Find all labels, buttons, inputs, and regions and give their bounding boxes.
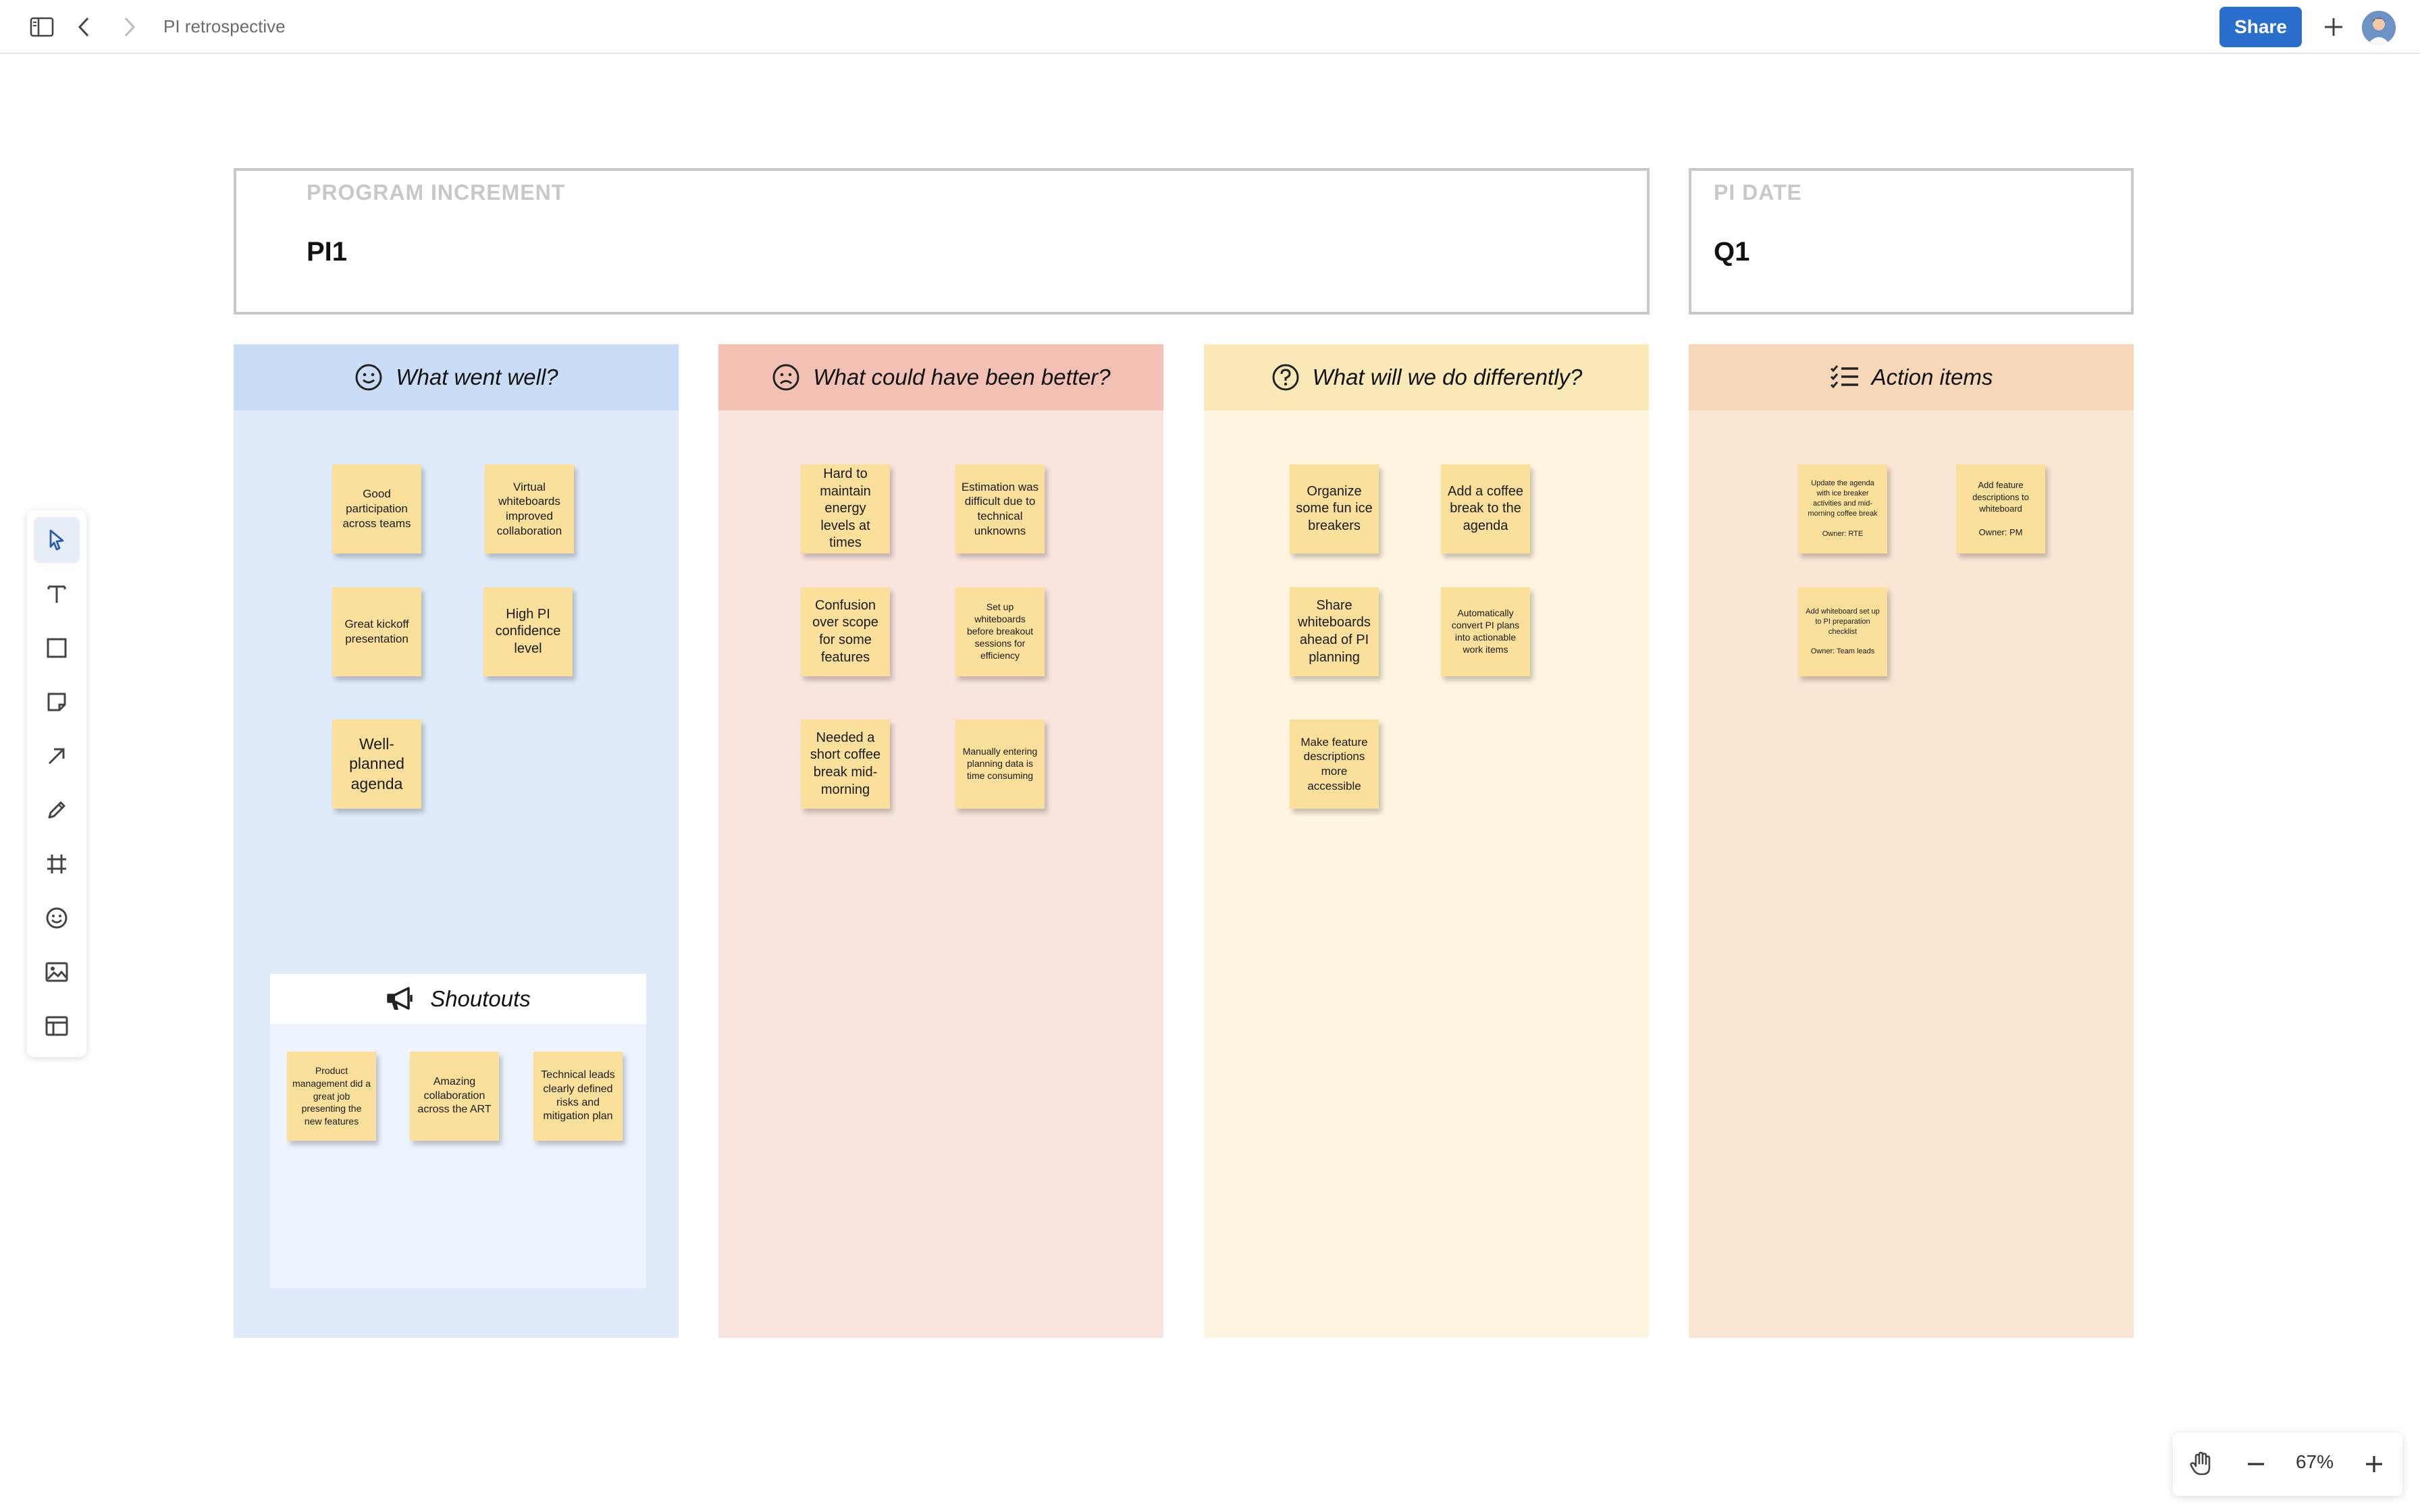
zoom-level[interactable]: 67% xyxy=(2295,1451,2334,1472)
forward-chevron-icon[interactable] xyxy=(115,12,144,42)
emoji-tool[interactable] xyxy=(34,895,80,941)
column-went-well-header: What went well? xyxy=(234,344,679,410)
plus-icon[interactable] xyxy=(2319,12,2348,42)
column-better-header: What could have been better? xyxy=(718,344,1163,410)
pi-date-box[interactable]: PI DATE Q1 xyxy=(1689,168,2134,315)
sticky-note[interactable]: Product management did a great job prese… xyxy=(287,1052,376,1141)
shoutouts-title: Shoutouts xyxy=(430,986,531,1011)
frame-tool[interactable] xyxy=(34,841,80,887)
shoutouts-header: Shoutouts xyxy=(270,974,646,1024)
program-increment-box[interactable]: PROGRAM INCREMENT PI1 xyxy=(234,168,1650,315)
smile-icon xyxy=(354,362,384,392)
program-increment-label: PROGRAM INCREMENT xyxy=(307,180,566,205)
share-button[interactable]: Share xyxy=(2219,7,2302,47)
sidebar-toggle-icon[interactable] xyxy=(27,12,57,42)
column-action-items[interactable]: Action items xyxy=(1689,344,2134,1338)
sticky-note[interactable]: Organize some fun ice breakers xyxy=(1290,464,1379,554)
tool-palette xyxy=(27,510,86,1057)
checklist-icon xyxy=(1830,362,1860,392)
sticky-note[interactable]: Update the agenda with ice breaker activ… xyxy=(1798,464,1887,554)
column-differently-title: What will we do differently? xyxy=(1312,364,1583,389)
column-went-well-title: What went well? xyxy=(396,364,558,389)
select-tool[interactable] xyxy=(34,517,80,563)
column-differently[interactable]: What will we do differently? xyxy=(1204,344,1649,1338)
pi-date-label: PI DATE xyxy=(1714,180,1802,205)
rectangle-tool[interactable] xyxy=(34,625,80,671)
sticky-note[interactable]: Share whiteboards ahead of PI planning xyxy=(1290,587,1379,676)
zoom-controls: 67% xyxy=(2173,1432,2402,1496)
avatar[interactable] xyxy=(2362,11,2396,45)
pen-tool[interactable] xyxy=(34,787,80,833)
zoom-out-button[interactable] xyxy=(2236,1444,2276,1484)
back-chevron-icon[interactable] xyxy=(69,12,99,42)
question-icon xyxy=(1271,362,1300,392)
sticky-note[interactable]: Estimation was difficult due to technica… xyxy=(955,464,1045,554)
frown-icon xyxy=(771,362,801,392)
sticky-note[interactable]: Add feature descriptions to whiteboard O… xyxy=(1956,464,2045,554)
sticky-note[interactable]: High PI confidence level xyxy=(483,587,573,676)
arrow-tool[interactable] xyxy=(34,733,80,779)
column-action-items-header: Action items xyxy=(1689,344,2134,410)
text-tool[interactable] xyxy=(34,571,80,617)
image-tool[interactable] xyxy=(34,949,80,995)
column-better-title: What could have been better? xyxy=(813,364,1111,389)
megaphone-icon xyxy=(386,984,415,1014)
sticky-note[interactable]: Add whiteboard set up to PI preparation … xyxy=(1798,587,1887,676)
hand-pan-icon[interactable] xyxy=(2181,1444,2221,1484)
column-differently-header: What will we do differently? xyxy=(1204,344,1649,410)
sticky-note[interactable]: Manually entering planning data is time … xyxy=(955,720,1045,809)
table-tool[interactable] xyxy=(34,1003,80,1049)
sticky-note[interactable]: Make feature descriptions more accessibl… xyxy=(1290,720,1379,809)
sticky-note[interactable]: Technical leads clearly defined risks an… xyxy=(533,1052,623,1141)
sticky-note-tool[interactable] xyxy=(34,679,80,725)
document-title[interactable]: PI retrospective xyxy=(163,16,286,36)
sticky-note[interactable]: Hard to maintain energy levels at times xyxy=(801,464,890,554)
sticky-note[interactable]: Good participation across teams xyxy=(332,464,421,554)
pi-date-value[interactable]: Q1 xyxy=(1714,237,1750,267)
column-better[interactable]: What could have been better? xyxy=(718,344,1163,1338)
sticky-note[interactable]: Automatically convert PI plans into acti… xyxy=(1441,587,1530,676)
column-action-items-title: Action items xyxy=(1871,364,1993,389)
sticky-note[interactable]: Well-planned agenda xyxy=(332,720,421,809)
sticky-note[interactable]: Add a coffee break to the agenda xyxy=(1441,464,1530,554)
top-bar: PI retrospective Share xyxy=(0,0,2420,54)
sticky-note[interactable]: Confusion over scope for some features xyxy=(801,587,890,676)
program-increment-value[interactable]: PI1 xyxy=(307,237,348,267)
sticky-note[interactable]: Virtual whiteboards improved collaborati… xyxy=(485,464,574,554)
sticky-note[interactable]: Needed a short coffee break mid-morning xyxy=(801,720,890,809)
zoom-in-button[interactable] xyxy=(2354,1444,2394,1484)
sticky-note[interactable]: Great kickoff presentation xyxy=(332,587,421,676)
sticky-note[interactable]: Set up whiteboards before breakout sessi… xyxy=(955,587,1045,676)
sticky-note[interactable]: Amazing collaboration across the ART xyxy=(410,1052,499,1141)
